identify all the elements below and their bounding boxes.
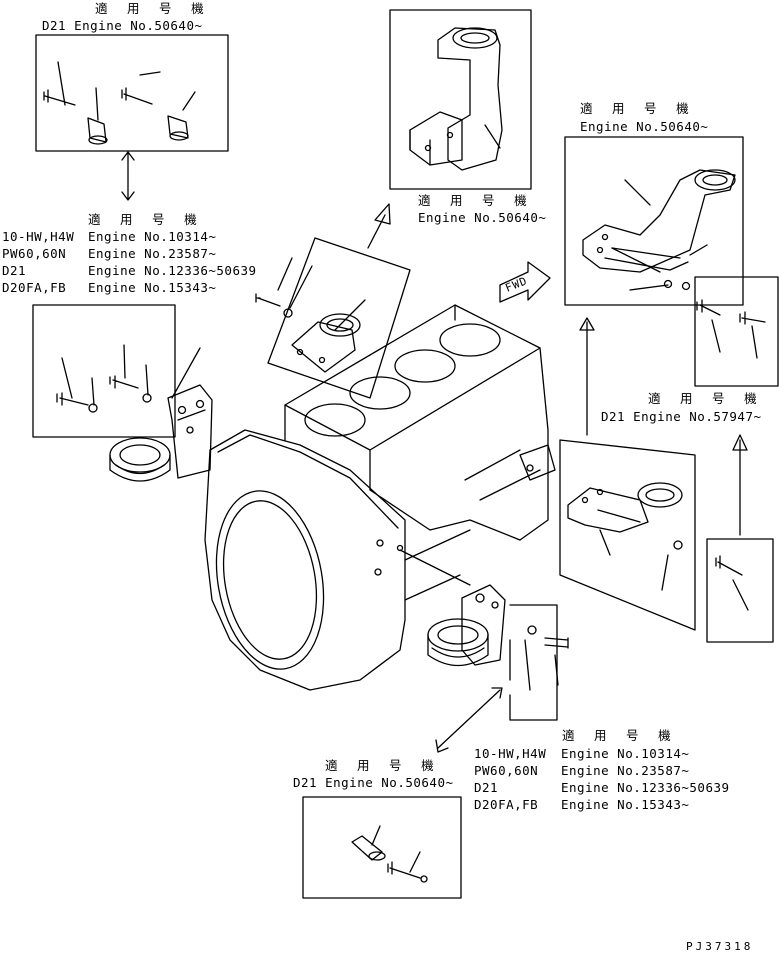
engine-label-bottom-center: D21 Engine No.50640~ — [293, 775, 454, 790]
right-bolts — [696, 299, 766, 359]
applicable-header-top-center: 適 用 号 機 — [418, 193, 533, 208]
top-center-bracket — [409, 27, 503, 171]
right-table-engine: Engine No.23587~ — [561, 763, 690, 778]
engine-label-right-mid: D21 Engine No.57947~ — [601, 409, 762, 424]
bottom-center-part-box — [302, 796, 462, 899]
left-engine-mount — [109, 384, 213, 482]
arrow-up-right — [579, 317, 595, 436]
left-table-model: D20FA,FB — [2, 280, 67, 295]
right-bolt-box — [694, 276, 779, 387]
left-table-engine: Engine No.10314~ — [88, 229, 217, 244]
rear-bolt-leaders — [509, 639, 559, 691]
applicable-header-left-table: 適 用 号 機 — [88, 212, 203, 227]
link-arrow-left — [121, 151, 135, 201]
left-table-model: D21 — [2, 263, 27, 278]
rear-engine-mount — [399, 549, 569, 667]
top-left-bolts — [43, 61, 196, 145]
right-bottom-bolt-box — [706, 538, 774, 643]
left-table-engine: Engine No.12336~50639 — [88, 263, 257, 278]
upper-mount-inset — [255, 237, 411, 399]
right-table-model: D21 — [474, 780, 499, 795]
top-center-part-box — [389, 9, 532, 190]
right-bottom-bolt — [715, 555, 749, 611]
front-mount-inset — [559, 439, 696, 631]
right-table-model: D20FA,FB — [474, 797, 539, 812]
top-left-part-box — [35, 34, 229, 152]
bottom-pin-bolt — [351, 825, 428, 883]
right-top-part-box — [564, 136, 744, 306]
right-table-engine: Engine No.12336~50639 — [561, 780, 730, 795]
engine-label-right-top: Engine No.50640~ — [580, 119, 709, 134]
drawing-code: PJ37318 — [686, 940, 754, 953]
arrow-up-far-right — [732, 434, 748, 536]
applicable-header-top-left: 適 用 号 機 — [95, 1, 210, 16]
applicable-header-right-top: 適 用 号 機 — [580, 101, 695, 116]
applicable-header-right-mid: 適 用 号 機 — [648, 391, 763, 406]
left-bolts — [56, 344, 201, 413]
left-table-engine: Engine No.23587~ — [88, 246, 217, 261]
rear-bolt-inset — [509, 604, 558, 721]
arrow-up-center — [367, 203, 391, 249]
link-arrow-bottom — [435, 687, 503, 753]
left-part-box — [32, 304, 176, 438]
right-top-bracket — [582, 169, 736, 291]
left-table-model: PW60,60N — [2, 246, 67, 261]
fwd-arrow — [499, 261, 551, 303]
applicable-header-right-table: 適 用 号 機 — [562, 728, 677, 743]
engine-label-top-center: Engine No.50640~ — [418, 210, 547, 225]
engine-block — [204, 304, 556, 691]
left-table-model: 10-HW,H4W — [2, 229, 75, 244]
right-table-model: 10-HW,H4W — [474, 746, 547, 761]
right-table-engine: Engine No.15343~ — [561, 797, 690, 812]
right-table-model: PW60,60N — [474, 763, 539, 778]
engine-label-top-left: D21 Engine No.50640~ — [42, 18, 203, 33]
left-table-engine: Engine No.15343~ — [88, 280, 217, 295]
applicable-header-bottom-center: 適 用 号 機 — [325, 758, 440, 773]
right-table-engine: Engine No.10314~ — [561, 746, 690, 761]
